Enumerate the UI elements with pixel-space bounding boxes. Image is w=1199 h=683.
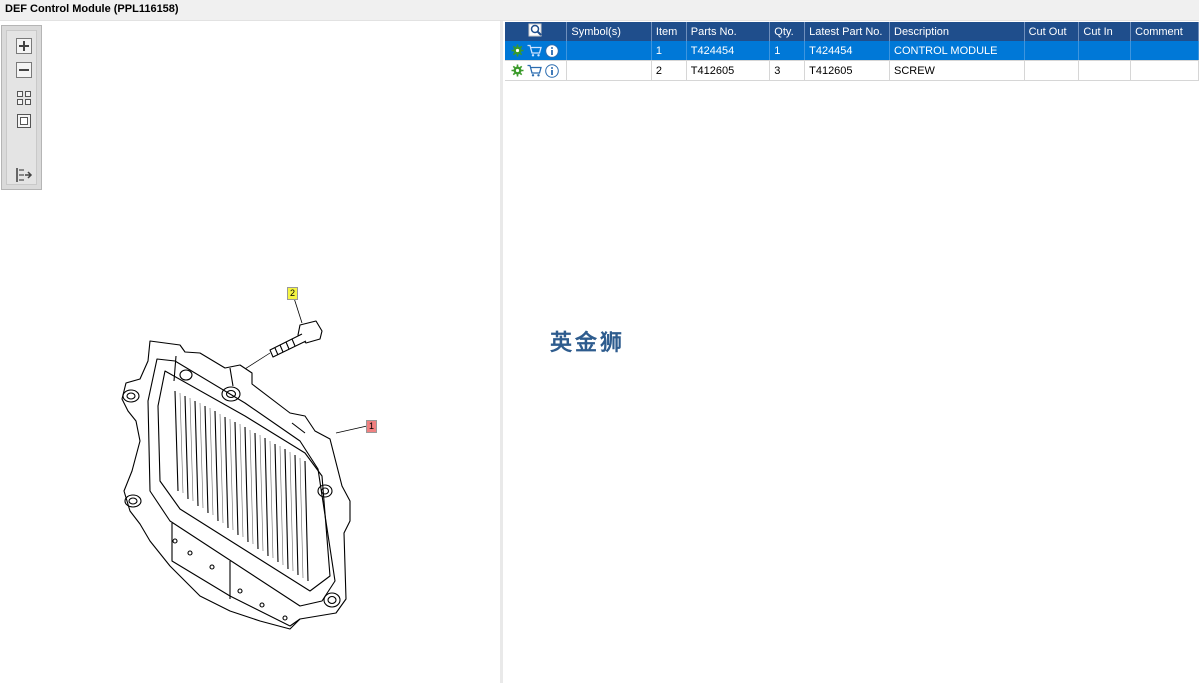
diagram-toolbar xyxy=(1,25,42,190)
column-header-cut-out[interactable]: Cut Out xyxy=(1024,22,1080,41)
cell-cut-in xyxy=(1078,60,1132,81)
fit-all-icon xyxy=(16,90,32,106)
diagram-toolbar-inner xyxy=(6,30,37,185)
fit-all-button[interactable] xyxy=(15,90,33,106)
column-header-cut-in[interactable]: Cut In xyxy=(1078,22,1132,41)
parts-diagram xyxy=(121,297,368,630)
row-actions-cell xyxy=(505,41,568,61)
info-icon[interactable] xyxy=(545,43,559,58)
cell-item: 1 xyxy=(651,41,687,61)
gear-icon[interactable] xyxy=(511,44,524,57)
cell-item: 2 xyxy=(651,60,687,81)
cell-qty: 3 xyxy=(769,60,806,81)
cell-latest-part-no: T424454 xyxy=(804,41,890,61)
column-header-latest-part-no[interactable]: Latest Part No. xyxy=(804,22,890,41)
column-header-item[interactable]: Item xyxy=(651,22,687,41)
actual-size-button[interactable] xyxy=(15,113,33,129)
gear-icon[interactable] xyxy=(511,64,524,77)
column-header-symbols[interactable]: Symbol(s) xyxy=(566,22,652,41)
cell-qty: 1 xyxy=(769,41,806,61)
cell-latest-part-no: T412605 xyxy=(804,60,890,81)
table-header-row: Symbol(s) Item Parts No. Qty. Latest Par… xyxy=(505,22,1199,41)
toggle-list-button[interactable] xyxy=(15,167,33,183)
zoom-out-icon xyxy=(16,62,32,78)
cell-description: CONTROL MODULE xyxy=(889,41,1025,61)
cell-cut-in xyxy=(1078,41,1132,61)
module-drawing xyxy=(121,340,351,630)
info-icon[interactable] xyxy=(545,63,559,78)
list-export-icon xyxy=(15,167,33,183)
cell-description: SCREW xyxy=(889,60,1025,81)
cell-comment xyxy=(1130,41,1199,61)
row-actions-cell xyxy=(505,60,568,81)
parts-list-pane: Symbol(s) Item Parts No. Qty. Latest Par… xyxy=(503,21,1199,683)
column-header-parts-no[interactable]: Parts No. xyxy=(686,22,771,41)
watermark-text: 英金狮 xyxy=(550,331,626,356)
cell-symbols xyxy=(566,60,652,81)
column-header-comment[interactable]: Comment xyxy=(1130,22,1199,41)
cart-icon[interactable] xyxy=(527,64,542,77)
column-header-search[interactable] xyxy=(505,22,568,41)
cell-part-no: T412605 xyxy=(686,60,771,81)
parts-table: Symbol(s) Item Parts No. Qty. Latest Par… xyxy=(505,22,1199,81)
zoom-out-button[interactable] xyxy=(15,62,33,78)
cell-part-no: T424454 xyxy=(686,41,771,61)
title-bar: DEF Control Module (PPL116158) xyxy=(0,0,1199,21)
table-row[interactable]: 1 T424454 1 T424454 CONTROL MODULE xyxy=(505,41,1199,61)
callout-1[interactable]: 1 xyxy=(366,420,377,433)
column-header-description[interactable]: Description xyxy=(889,22,1025,41)
zoom-in-icon xyxy=(16,38,32,54)
callout-2[interactable]: 2 xyxy=(287,287,298,300)
cart-icon[interactable] xyxy=(527,44,542,57)
search-list-icon xyxy=(528,23,544,37)
zoom-in-button[interactable] xyxy=(15,38,33,54)
cell-symbols xyxy=(566,41,652,61)
column-header-qty[interactable]: Qty. xyxy=(769,22,806,41)
cell-comment xyxy=(1130,60,1199,81)
cell-cut-out xyxy=(1024,60,1080,81)
cell-cut-out xyxy=(1024,41,1080,61)
table-row[interactable]: 2 T412605 3 T412605 SCREW xyxy=(505,60,1199,81)
window-title: DEF Control Module (PPL116158) xyxy=(5,3,179,15)
actual-size-icon xyxy=(16,113,32,129)
screw-drawing xyxy=(269,320,323,358)
diagram-pane: 2 1 xyxy=(0,21,500,683)
pane-splitter[interactable] xyxy=(500,21,503,683)
